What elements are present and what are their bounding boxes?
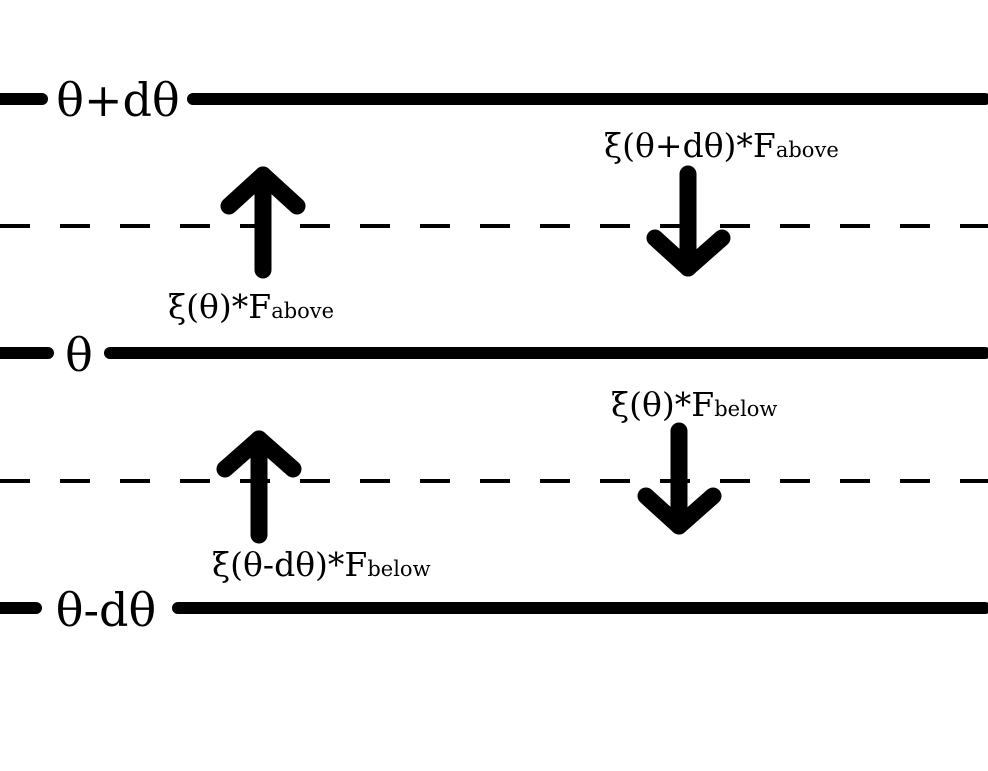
flux-label-downward-upper-main: ξ(θ+dθ)*F [604,126,776,165]
flux-label-downward-lower-sub: below [714,397,777,421]
flux-label-upward-lower-sub: below [367,557,430,581]
flux-label-upward-upper: ξ(θ)*Fabove [168,287,334,326]
flux-label-downward-upper: ξ(θ+dθ)*Fabove [604,126,839,165]
upper-level-label: θ+dθ [56,73,179,127]
lower-level-label: θ-dθ [56,583,156,637]
flux-label-upward-lower-main: ξ(θ-dθ)*F [212,545,367,584]
dashed-midlayer-lines [0,224,988,483]
flux-label-upward-upper-main: ξ(θ)*F [168,287,271,326]
up-arrow-lower-layer [216,430,302,544]
flux-label-upward-lower: ξ(θ-dθ)*Fbelow [212,545,431,584]
middle-level-label: θ [65,328,93,382]
flux-label-downward-lower-main: ξ(θ)*F [611,385,714,424]
down-arrow-lower-layer [637,422,722,535]
flux-label-downward-upper-sub: above [776,138,839,162]
up-arrow-upper-layer [220,166,306,279]
down-arrow-upper-layer [646,165,731,277]
flux-arrows [216,165,731,544]
flux-label-downward-lower: ξ(θ)*Fbelow [611,385,777,424]
flux-label-upward-upper-sub: above [271,299,334,323]
solid-level-lines [0,93,988,614]
